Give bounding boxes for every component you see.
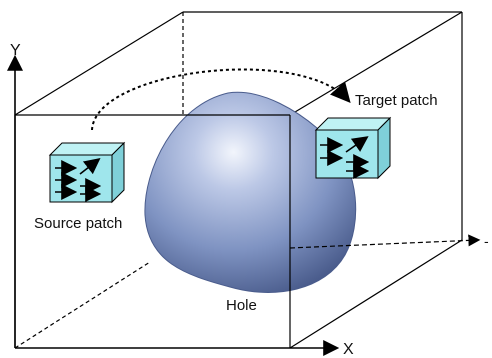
- target-patch-cube: [314, 116, 392, 180]
- hole-label: Hole: [226, 297, 257, 314]
- target-patch-arrows: [320, 136, 370, 179]
- x-axis-label: X: [343, 341, 354, 358]
- transfer-arrow: [91, 68, 351, 131]
- cube-back-edges: [14, 11, 463, 349]
- source-patch-arrows: [55, 158, 102, 202]
- z-axis-label: -: [484, 233, 489, 249]
- source-patch-label: Source patch: [34, 215, 122, 232]
- z-axis-line: [289, 234, 481, 249]
- y-axis-label: Y: [10, 42, 21, 59]
- source-patch-cube: [48, 141, 126, 204]
- target-patch-label: Target patch: [355, 92, 438, 109]
